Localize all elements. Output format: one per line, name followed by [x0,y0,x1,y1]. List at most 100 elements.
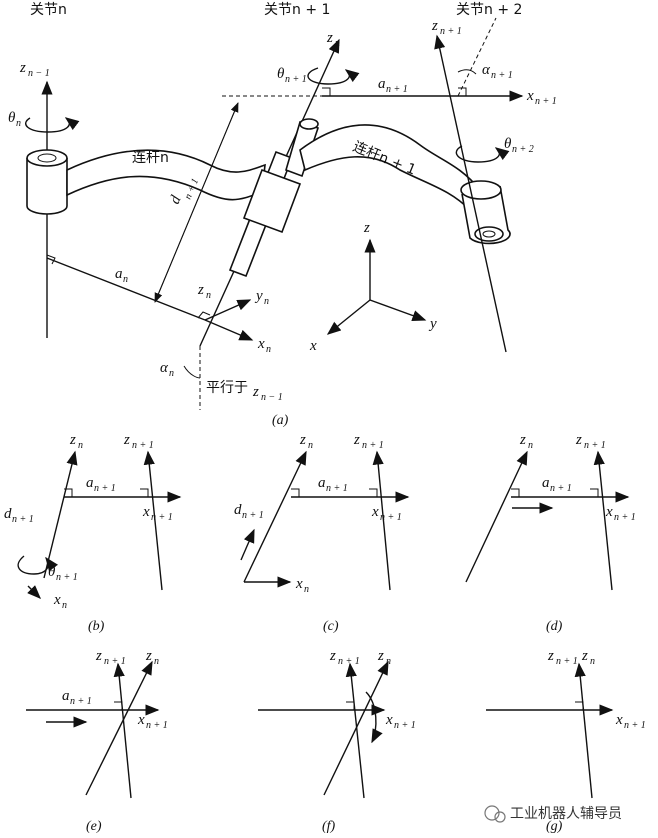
svg-text:a: a [318,475,326,491]
svg-text:z: z [519,432,526,448]
svg-text:z: z [353,432,360,448]
svg-text:n: n [16,118,21,129]
svg-text:a: a [115,266,123,282]
svg-text:n: n [154,656,159,667]
panel-g: z n + 1 z n x n + 1 (g) [486,648,646,834]
svg-text:n + 1: n + 1 [440,26,462,37]
label-parallel: 平行于 [206,380,248,396]
label-joint-n-plus-2: 关节n + 2 [456,2,522,18]
svg-text:θ: θ [48,564,56,580]
right-angle-mark [46,254,56,265]
svg-text:n: n [304,584,309,595]
svg-text:n + 1: n + 1 [624,720,646,731]
svg-text:d: d [4,506,12,522]
rotation-theta-n-icon [25,117,80,133]
rotation-theta-n-plus-1-icon [307,67,360,85]
alpha-reference-line [457,17,497,97]
label-link-n: 连杆n [132,150,169,166]
watermark: 工业机器人辅导员 [484,805,622,823]
svg-text:n: n [590,656,595,667]
svg-text:z: z [547,648,554,664]
caption-g: (g) [546,819,563,834]
svg-text:z: z [123,432,130,448]
svg-text:n + 1: n + 1 [584,440,606,451]
svg-text:x: x [257,336,265,352]
svg-text:n + 1: n + 1 [146,720,168,731]
caption-d: (d) [546,619,563,634]
svg-text:n + 1: n + 1 [362,440,384,451]
svg-text:x: x [385,712,393,728]
svg-text:n + 2: n + 2 [512,144,534,155]
svg-text:d: d [234,502,242,518]
svg-text:y: y [254,288,263,304]
svg-text:a: a [86,475,94,491]
svg-text:z: z [575,432,582,448]
svg-text:z: z [145,648,152,664]
svg-text:n + 1: n + 1 [104,656,126,667]
svg-text:n + 1: n + 1 [12,514,34,525]
svg-text:n + 1: n + 1 [491,70,513,81]
svg-text:n + 1: n + 1 [326,483,348,494]
svg-text:z: z [95,648,102,664]
svg-text:x: x [53,592,61,608]
svg-text:n + 1: n + 1 [56,572,78,583]
label-joint-n-plus-1: 关节n + 1 [264,2,330,18]
svg-text:α: α [160,360,169,376]
label-joint-n: 关节n [30,2,67,18]
svg-text:n + 1: n + 1 [394,720,416,731]
svg-text:a: a [378,76,386,92]
svg-text:θ: θ [504,136,512,152]
svg-text:n + 1: n + 1 [380,512,402,523]
caption-c: (c) [323,619,339,634]
axis-x-n [204,319,254,341]
svg-text:n + 1: n + 1 [285,74,307,85]
svg-text:y: y [428,316,437,332]
svg-text:z: z [431,18,438,34]
svg-text:a: a [542,475,550,491]
rotation-theta-n-plus-2-icon [455,145,510,163]
axis-z-n-plus-1 [434,34,507,353]
svg-text:n − 1: n − 1 [261,392,283,403]
svg-text:z: z [299,432,306,448]
svg-text:n: n [78,440,83,451]
caption-a: (a) [272,413,289,428]
svg-text:x: x [142,504,150,520]
svg-text:z: z [581,648,588,664]
svg-text:n + 1: n + 1 [614,512,636,523]
svg-text:z: z [69,432,76,448]
svg-text:n − 1: n − 1 [28,68,50,79]
axis-y-n [204,299,252,321]
panel-e: z n + 1 z n a n + 1 x n + 1 (e) [26,648,168,834]
panel-b: z n z n + 1 a n + 1 x n + 1 d n + 1 θ n … [4,432,182,634]
svg-text:x: x [309,338,317,354]
svg-text:z: z [197,282,204,298]
panel-f: z n + 1 z n x n + 1 (f) [258,648,416,834]
world-frame [326,238,427,335]
svg-text:n + 1: n + 1 [338,656,360,667]
svg-text:z: z [252,384,259,400]
svg-text:z: z [377,648,384,664]
svg-text:a: a [62,688,70,704]
svg-text:z: z [326,30,333,46]
caption-b: (b) [88,619,105,634]
svg-text:n + 1: n + 1 [386,84,408,95]
svg-text:n: n [528,440,533,451]
panel-c: z n z n + 1 a n + 1 x n + 1 d n + 1 x n … [234,432,410,634]
svg-text:x: x [137,712,145,728]
watermark-text: 工业机器人辅导员 [510,806,622,822]
joint-n-cylinder [26,149,68,215]
svg-text:n: n [264,296,269,307]
svg-text:n + 1: n + 1 [550,483,572,494]
svg-text:n: n [308,440,313,451]
svg-text:n: n [206,290,211,301]
caption-e: (e) [86,819,102,834]
svg-text:x: x [615,712,623,728]
caption-f: (f) [322,819,336,834]
svg-text:n: n [386,656,391,667]
svg-text:x: x [605,504,613,520]
svg-text:x: x [526,88,534,104]
svg-text:n: n [266,344,271,355]
svg-text:n + 1: n + 1 [151,512,173,523]
